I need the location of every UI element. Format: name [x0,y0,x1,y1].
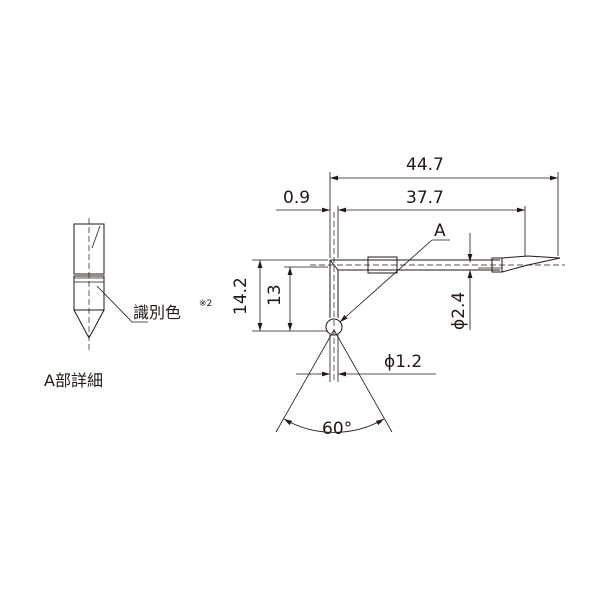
shaft-length-label: 37.7 [406,188,444,208]
angle-arc [283,418,385,433]
shaft-diameter-label: ϕ2.4 [449,292,469,330]
height-outer-label: 14.2 [231,277,251,315]
footnote-ref: ※2 [199,299,212,309]
tip-diameter-label: ϕ1.2 [384,352,422,372]
detail-a-view: 識別色 ※2 A部詳細 [44,218,212,390]
shaft-tail [501,255,561,273]
angle-line-left [275,329,335,433]
tip-diameter-dimension: ϕ1.2 [296,335,436,382]
break-mark [91,225,101,249]
detail-a-callout: A [339,221,450,323]
detail-a-leader [339,239,433,323]
angle-dimension: 60° [275,329,393,439]
angle-label: 60° [322,419,352,439]
detail-caption: A部詳細 [44,371,103,390]
detail-tip [73,309,105,340]
detail-upper-body [73,223,105,275]
identification-color-label: 識別色 [133,303,181,322]
ball-tip [325,318,343,336]
offset-label: 0.9 [283,188,310,208]
angle-line-right [333,329,393,433]
horizontal-dimensions: 44.7 0.9 37.7 [276,155,559,258]
detail-a-marker: A [434,221,446,241]
identification-leader [96,285,148,323]
height-inner-label: 13 [265,284,285,306]
vertical-dimensions: 14.2 13 ϕ2.4 [231,233,502,332]
overall-length-label: 44.7 [406,155,444,175]
